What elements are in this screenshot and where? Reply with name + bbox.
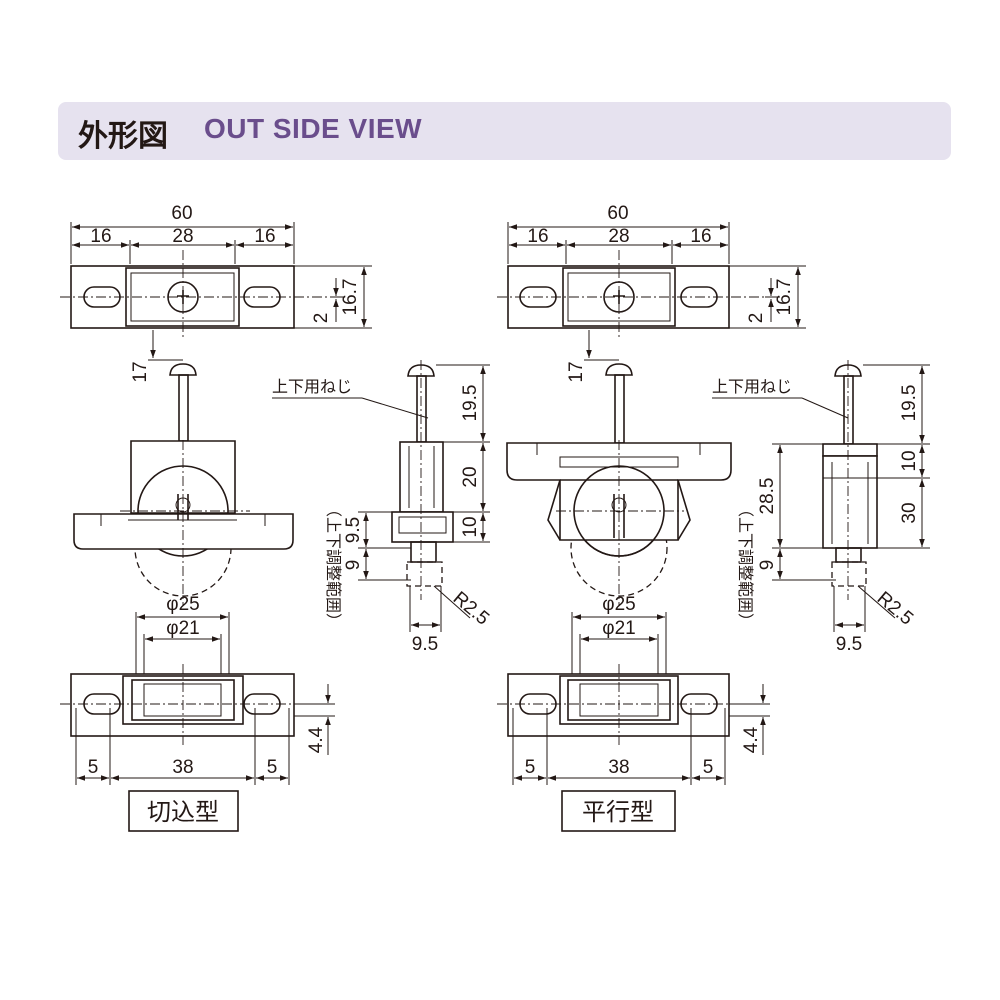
dim-edge-right: 5	[703, 757, 714, 778]
adjust-range-label: （上下調整範囲）	[736, 501, 755, 629]
dim-depth: 4.4	[741, 726, 762, 753]
dim-total-width: 60	[607, 203, 628, 224]
type-label: 平行型	[582, 798, 654, 826]
dim-wheel-width: 9.5	[412, 634, 438, 655]
dim-radius: R2.5	[873, 588, 917, 630]
dim-side-base: 10	[460, 516, 481, 537]
adjust-range-label: （上下調整範囲）	[324, 501, 343, 629]
dim-stem: 17	[130, 361, 151, 382]
variant-right: 60 16 28 16 16.7 2 17	[497, 203, 930, 832]
dim-wheel-width: 9.5	[836, 634, 862, 655]
dim-inner-dia: φ21	[602, 618, 635, 639]
dim-left-width: 16	[527, 226, 548, 247]
dim-side-lower: 30	[899, 502, 920, 523]
dim-left-width: 16	[90, 226, 111, 247]
section-title-jp: 外形図	[78, 119, 168, 154]
dim-side-top: 19.5	[460, 385, 481, 422]
type-label-box	[561, 790, 676, 832]
dim-adj-a: 9.5	[343, 517, 364, 543]
dim-mid-width: 28	[608, 226, 629, 247]
dim-hole-pitch: 38	[172, 757, 193, 778]
dim-offset: 2	[311, 313, 332, 324]
dim-radius: R2.5	[449, 588, 493, 630]
dim-edge-left: 5	[88, 757, 99, 778]
top-view-left: 60 16 28 16 16.7 2	[60, 203, 372, 340]
dim-outer-dia: φ25	[166, 594, 199, 615]
dim-height: 16.7	[340, 279, 361, 316]
dim-hole-pitch: 38	[608, 757, 629, 778]
dim-depth: 4.4	[306, 726, 327, 753]
dim-outer-dia: φ25	[602, 594, 635, 615]
dim-adj-b: 9	[757, 560, 778, 571]
dim-total-width: 60	[171, 203, 192, 224]
type-label: 切込型	[147, 798, 219, 826]
dim-adj-b: 9	[343, 560, 364, 571]
top-view-right: 60 16 28 16 16.7 2	[497, 203, 806, 340]
dim-right-width: 16	[254, 226, 275, 247]
side-view-right: 上下用ねじ 19.5 10 30	[712, 360, 930, 655]
dim-edge-left: 5	[525, 757, 536, 778]
dim-offset: 2	[746, 313, 767, 324]
dim-height: 16.7	[774, 279, 795, 316]
section-banner: 外形図 OUT SIDE VIEW	[58, 102, 951, 160]
front-view-left: 17	[73, 330, 294, 605]
dim-inner-dia: φ21	[166, 618, 199, 639]
bottom-view-right: φ25 φ21 4.4 5 38 5	[497, 594, 770, 785]
screw-note: 上下用ねじ	[272, 377, 352, 396]
dim-mid-width: 28	[172, 226, 193, 247]
side-view-left: 上下用ねじ 19.5 20 10	[272, 360, 493, 655]
screw-note: 上下用ねじ	[712, 377, 792, 396]
bottom-view-left: φ25 φ21 4.4 5 38 5	[60, 594, 335, 785]
variant-left: 60 16 28 16 16.7 2 17	[60, 203, 493, 832]
dim-side-body: 28.5	[757, 478, 778, 515]
dim-stem: 17	[566, 361, 587, 382]
dim-right-width: 16	[690, 226, 711, 247]
front-view-right: 17	[506, 330, 732, 605]
section-title-en: OUT SIDE VIEW	[204, 113, 423, 144]
dim-side-top: 19.5	[899, 385, 920, 422]
type-label-box	[128, 790, 239, 832]
dim-side-upper: 10	[899, 450, 920, 471]
dim-side-body: 20	[460, 466, 481, 487]
dim-edge-right: 5	[267, 757, 278, 778]
